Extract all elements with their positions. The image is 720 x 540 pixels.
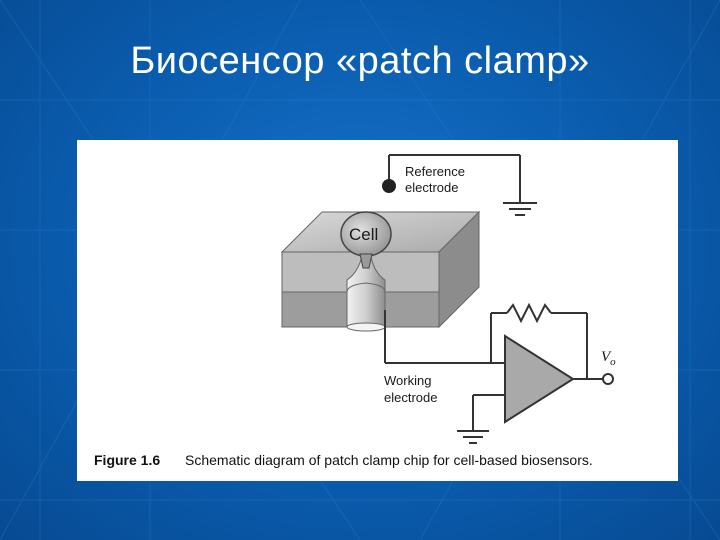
cell-label: Cell: [349, 225, 378, 244]
slide-title: Биосенсор «patch clamp»: [130, 40, 590, 82]
patch-clamp-diagram: Reference electrode: [94, 154, 616, 468]
amp-ground-icon: [457, 430, 489, 444]
working-label-line2: electrode: [384, 390, 437, 405]
feedback-resistor: [490, 302, 588, 380]
reference-ground-icon: [503, 202, 537, 216]
output-label: Vo: [601, 349, 616, 368]
caption-number: Figure 1.6: [94, 452, 160, 468]
reference-electrode-dot: [382, 179, 396, 193]
output-terminal: [602, 373, 614, 385]
output-label-main: V: [601, 349, 612, 365]
working-electrode-wire: [384, 310, 505, 364]
caption-text: Schematic diagram of patch clamp chip fo…: [185, 452, 593, 468]
reference-label-line1: Reference: [405, 164, 465, 179]
cell-shape: [340, 211, 392, 269]
reference-label-line2: electrode: [405, 180, 458, 195]
figure-panel: Reference electrode: [77, 140, 678, 481]
op-amp-triangle: [504, 334, 575, 424]
amp-ground-wire: [472, 394, 505, 430]
output-label-subscript: o: [610, 356, 616, 368]
working-label-line1: Working: [384, 373, 431, 388]
